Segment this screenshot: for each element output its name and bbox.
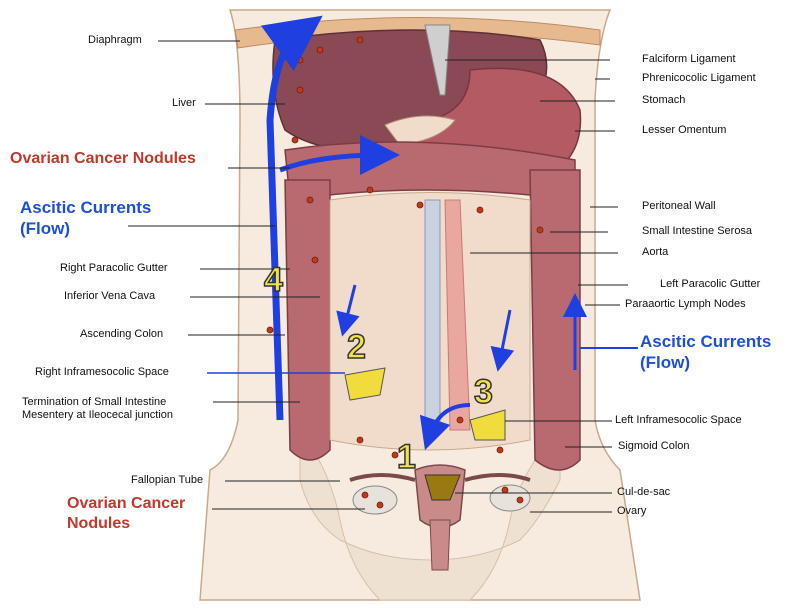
label-ascitic-currents-right: Ascitic Currents (Flow)	[640, 331, 771, 373]
number-3: 3	[474, 375, 493, 409]
vena-cava-shape	[425, 200, 440, 430]
label-sigmoid-colon: Sigmoid Colon	[618, 440, 690, 453]
label-ovarian-cancer-nodules-bottom: Ovarian Cancer Nodules	[67, 494, 185, 534]
label-falciform-ligament: Falciform Ligament	[642, 53, 736, 66]
ovary-left	[353, 486, 397, 514]
number-4: 4	[264, 263, 283, 297]
label-liver: Liver	[172, 97, 196, 110]
label-phrenicocolic-ligament: Phrenicocolic Ligament	[642, 72, 756, 85]
descending-colon	[530, 170, 580, 470]
label-cul-de-sac: Cul-de-sac	[617, 486, 670, 499]
label-ovary: Ovary	[617, 505, 646, 518]
label-ascitic-currents-left: Ascitic Currents (Flow)	[20, 197, 151, 239]
label-paraaortic-lymph-nodes: Paraaortic Lymph Nodes	[625, 298, 746, 311]
number-1: 1	[397, 440, 416, 474]
label-left-paracolic-gutter: Left Paracolic Gutter	[660, 278, 760, 291]
ascending-colon	[285, 180, 330, 460]
number-2: 2	[347, 330, 366, 364]
label-ovarian-cancer-nodules-top: Ovarian Cancer Nodules	[10, 149, 196, 169]
label-right-paracolic-gutter: Right Paracolic Gutter	[60, 262, 168, 275]
label-left-inframesocolic-space: Left Inframesocolic Space	[615, 414, 742, 427]
label-fallopian-tube: Fallopian Tube	[131, 474, 203, 487]
ovary-right	[490, 485, 530, 511]
label-peritoneal-wall: Peritoneal Wall	[642, 200, 716, 213]
label-stomach: Stomach	[642, 94, 685, 107]
label-right-inframesocolic-space: Right Inframesocolic Space	[35, 366, 169, 379]
label-aorta: Aorta	[642, 246, 668, 259]
label-termination-small-intestine: Termination of Small Intestine Mesentery…	[22, 396, 173, 422]
label-lesser-omentum: Lesser Omentum	[642, 124, 726, 137]
label-ascending-colon: Ascending Colon	[80, 328, 163, 341]
label-diaphragm: Diaphragm	[88, 34, 142, 47]
cervix-shape	[430, 520, 450, 570]
label-inferior-vena-cava: Inferior Vena Cava	[64, 290, 155, 303]
label-small-intestine-serosa: Small Intestine Serosa	[642, 225, 752, 238]
